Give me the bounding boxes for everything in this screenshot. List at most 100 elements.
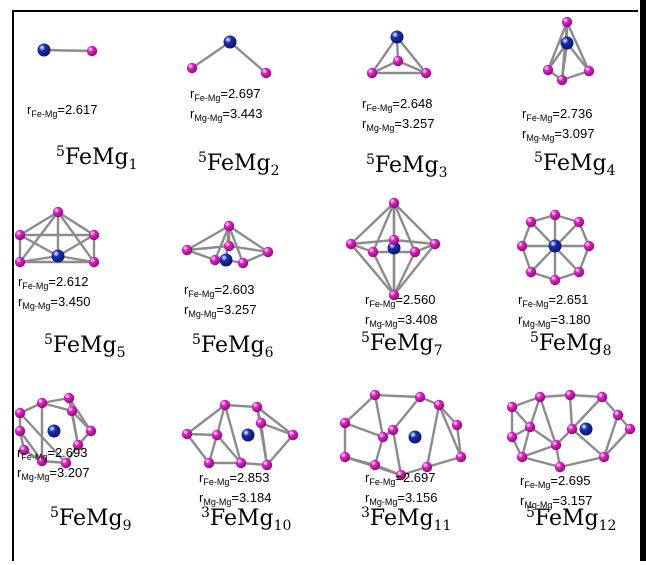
cluster-label: 5FeMg1 bbox=[56, 144, 138, 173]
bond bbox=[373, 393, 422, 399]
cluster-structure-femg1 bbox=[37, 43, 98, 57]
mg-atom bbox=[392, 55, 404, 67]
bond bbox=[255, 405, 269, 467]
cluster-structure-femg10 bbox=[181, 399, 299, 471]
bond bbox=[255, 405, 295, 437]
cluster-structure-femg3 bbox=[366, 30, 432, 79]
mg-atom bbox=[366, 67, 378, 79]
bond bbox=[392, 250, 417, 297]
cluster-label: 5FeMg2 bbox=[198, 150, 280, 179]
mg-atom bbox=[583, 240, 595, 252]
bond bbox=[528, 425, 558, 447]
mg-atom bbox=[63, 392, 75, 404]
r-fe-mg: rFe-Mg=2.697 bbox=[190, 86, 261, 103]
mg-atom bbox=[211, 429, 223, 441]
mg-atom bbox=[261, 459, 273, 471]
mg-atom bbox=[564, 389, 576, 401]
mg-atom bbox=[339, 417, 351, 429]
bond bbox=[227, 224, 245, 265]
bond bbox=[213, 224, 231, 262]
bond bbox=[425, 455, 463, 469]
r-mg-mg: rMg-Mg=3.180 bbox=[518, 312, 591, 329]
r-mg-mg: rMg-Mg=3.450 bbox=[18, 294, 91, 311]
bond bbox=[56, 210, 96, 264]
cluster-structure-femg11 bbox=[339, 389, 467, 481]
mg-atom bbox=[88, 256, 100, 268]
r-fe-mg: rFe-Mg=2.560 bbox=[365, 292, 436, 309]
mg-atom bbox=[561, 16, 573, 28]
bond bbox=[520, 455, 562, 469]
bond bbox=[265, 433, 295, 467]
mg-atom bbox=[66, 405, 78, 417]
mg-atom bbox=[524, 421, 536, 433]
bond bbox=[546, 20, 569, 72]
mg-atom bbox=[52, 206, 64, 218]
cluster-structure-femg8 bbox=[516, 209, 595, 286]
cluster-label: 5FeMg7 bbox=[361, 330, 443, 359]
mg-atom bbox=[573, 266, 585, 278]
r-mg-mg: rMg-Mg=3.257 bbox=[362, 116, 435, 133]
bond bbox=[370, 35, 399, 75]
mg-atom bbox=[72, 439, 84, 451]
mg-atom bbox=[255, 417, 267, 429]
bond bbox=[349, 242, 396, 297]
mg-atom bbox=[219, 399, 231, 411]
mg-atom bbox=[36, 455, 48, 467]
bond bbox=[395, 35, 428, 75]
bond bbox=[228, 40, 268, 75]
mg-atom bbox=[525, 216, 537, 228]
fe-atom bbox=[241, 428, 255, 442]
mg-atom bbox=[181, 428, 193, 440]
mg-atom bbox=[429, 238, 441, 250]
bond bbox=[18, 210, 60, 237]
bond bbox=[528, 395, 542, 429]
bond bbox=[349, 201, 396, 246]
mg-atom bbox=[88, 229, 100, 241]
bond bbox=[18, 233, 60, 258]
mg-atom bbox=[14, 425, 26, 437]
bond bbox=[190, 40, 232, 70]
cluster-label: 3FeMg10 bbox=[201, 505, 292, 534]
mg-atom bbox=[506, 401, 518, 413]
bond bbox=[392, 201, 417, 254]
mg-atom bbox=[14, 229, 26, 241]
r-mg-mg: rMg-Mg=3.408 bbox=[365, 312, 438, 329]
mg-atom bbox=[624, 423, 636, 435]
mg-atom bbox=[18, 444, 30, 456]
r-fe-mg: rFe-Mg=2.651 bbox=[518, 292, 589, 309]
mg-atom bbox=[534, 391, 546, 403]
bond bbox=[568, 393, 574, 431]
fe-atom bbox=[387, 241, 401, 255]
fe-atom bbox=[219, 253, 233, 267]
bond bbox=[67, 396, 93, 433]
mg-atom bbox=[455, 451, 467, 463]
bond bbox=[18, 210, 60, 264]
bond bbox=[371, 250, 396, 297]
mg-atom bbox=[550, 439, 562, 451]
mg-atom bbox=[388, 234, 400, 246]
r-fe-mg: rFe-Mg=2.695 bbox=[520, 473, 591, 490]
fe-atom bbox=[579, 422, 593, 436]
fe-atom bbox=[548, 239, 562, 253]
bond bbox=[538, 395, 558, 447]
mg-atom bbox=[414, 391, 426, 403]
mg-atom bbox=[421, 461, 433, 473]
mg-atom bbox=[260, 67, 272, 79]
bond bbox=[185, 432, 211, 465]
r-fe-mg: rFe-Mg=2.617 bbox=[27, 102, 98, 119]
mg-atom bbox=[542, 64, 554, 76]
r-fe-mg: rFe-Mg=2.603 bbox=[184, 282, 255, 299]
bond bbox=[570, 427, 606, 459]
mg-atom bbox=[85, 425, 97, 437]
bond bbox=[223, 403, 259, 409]
bond bbox=[520, 443, 558, 459]
mg-atom bbox=[209, 254, 221, 266]
cluster-label: 5FeMg6 bbox=[192, 332, 274, 361]
bond bbox=[42, 48, 94, 53]
